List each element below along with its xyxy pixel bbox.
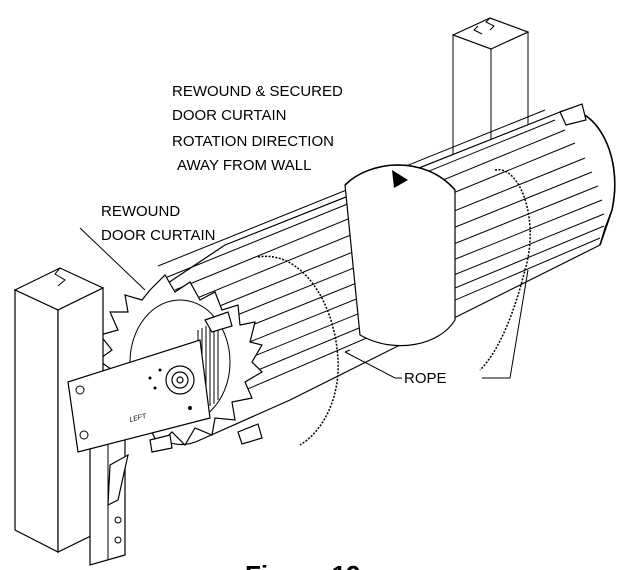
rope	[257, 169, 531, 446]
rotation-arrow-icon	[392, 170, 408, 188]
label-rotation-line1: ROTATION DIRECTION	[172, 133, 334, 150]
bracket-left-label: LEFT	[129, 413, 148, 424]
right-wall-post	[451, 17, 530, 165]
label-rewound-secured-line2: DOOR CURTAIN	[172, 107, 286, 124]
figure-caption: Figure 19	[245, 560, 361, 570]
rotation-band	[344, 164, 456, 347]
curtain-clips	[149, 103, 587, 453]
label-rotation-line2: AWAY FROM WALL	[177, 157, 311, 174]
label-rewound-line1: REWOUND	[101, 203, 180, 220]
door-track	[89, 404, 129, 566]
end-bracket: LEFT	[67, 339, 211, 453]
leader-lines	[79, 227, 529, 379]
label-rope: ROPE	[404, 370, 447, 387]
label-rewound-line2: DOOR CURTAIN	[101, 227, 215, 244]
label-rewound-secured-line1: REWOUND & SECURED	[172, 83, 343, 100]
